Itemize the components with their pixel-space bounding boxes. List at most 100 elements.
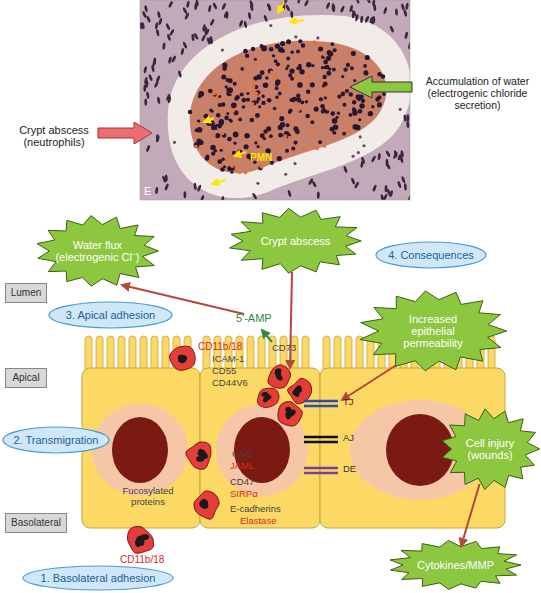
blood-cell	[218, 142, 222, 146]
junction-label: TJ	[343, 397, 354, 408]
blood-cell	[326, 96, 330, 100]
nucleus-dot	[352, 155, 355, 158]
nucleus-dot	[351, 51, 356, 56]
nucleus-dot	[227, 137, 232, 142]
nucleus-dot	[279, 116, 284, 121]
nucleus-dot	[233, 141, 236, 144]
nucleus-dot	[286, 123, 290, 127]
nucleus-dot	[382, 193, 388, 200]
step-oval: 3. Apical adhesion	[48, 301, 173, 329]
nucleus-dot	[143, 85, 146, 92]
nucleus-dot	[357, 151, 360, 154]
nucleus-dot	[352, 110, 357, 115]
neutrophil	[258, 388, 279, 407]
nucleus-dot	[251, 47, 255, 51]
nucleus-dot	[375, 97, 380, 102]
nucleus-dot	[300, 100, 304, 104]
neutrophil	[186, 442, 211, 469]
nucleus-dot	[144, 5, 148, 13]
nucleus-dot	[275, 86, 279, 90]
nucleus-dot	[183, 191, 186, 198]
nucleus-dot	[298, 64, 302, 68]
nucleus-dot	[359, 135, 362, 138]
node-text: Water flux (electrogenic Cl⁻)	[49, 239, 146, 264]
neutrophil-lobe	[262, 395, 270, 404]
region-box: Apical	[5, 368, 47, 388]
nucleus-dot	[352, 11, 356, 18]
consequence-burst: Increased epithelial permeability	[358, 290, 508, 372]
nucleus-dot	[157, 97, 161, 105]
blood-cell	[243, 86, 247, 90]
consequence-burst: Crypt abscess	[228, 208, 363, 274]
blood-cell	[201, 83, 205, 87]
nucleus-dot	[290, 11, 293, 18]
nucleus-dot	[365, 0, 371, 4]
node-text-area: Basolateral	[5, 513, 67, 533]
nucleus-dot	[146, 15, 151, 23]
nucleus-dot	[240, 92, 244, 96]
neutrophil-lobe	[135, 539, 141, 548]
nucleus-dot	[224, 116, 229, 121]
blood-cell	[213, 92, 217, 96]
nucleus-dot	[296, 49, 300, 53]
molecule-label: Elastase	[240, 516, 276, 527]
node-text-area: Increased epithelial permeability	[358, 290, 508, 372]
node-text-area: 1. Basolateral adhesion	[22, 565, 174, 591]
neutrophil	[127, 526, 153, 553]
box-shape	[6, 284, 47, 303]
neutrophil-body	[194, 491, 219, 519]
nucleus-dot	[403, 9, 408, 17]
nucleus	[112, 417, 168, 483]
nucleus-dot	[349, 92, 354, 97]
nucleus-dot	[177, 70, 182, 78]
nucleus-dot	[241, 98, 246, 103]
nucleus-dot	[261, 46, 267, 52]
nucleus-dot	[242, 105, 246, 109]
nucleus-dot	[217, 159, 222, 164]
nucleus-dot	[404, 183, 407, 190]
nucleus-dot	[257, 97, 261, 101]
nucleus-dot	[364, 16, 369, 24]
consequence-burst: Cell injury (wounds)	[440, 408, 540, 490]
nucleus-dot	[301, 43, 305, 47]
nucleus-dot	[337, 95, 341, 99]
blood-cell	[251, 80, 255, 84]
blood-cell	[231, 109, 235, 113]
nucleus-dot	[146, 92, 150, 100]
nucleus-dot	[297, 0, 301, 4]
node-text: Basolateral	[11, 517, 61, 528]
nucleus-dot	[286, 56, 290, 60]
nucleus-dot	[341, 75, 344, 78]
molecule-label: CD11b/18	[120, 554, 164, 565]
nucleus-dot	[210, 145, 216, 151]
blood-cell	[259, 165, 263, 169]
nucleus-dot	[322, 85, 325, 88]
blood-cell	[310, 130, 314, 134]
nucleus-dot	[363, 64, 367, 68]
nucleus-dot	[385, 162, 391, 170]
nucleus-dot	[218, 95, 221, 98]
adherens-junction	[304, 441, 338, 444]
blood-cell	[318, 79, 322, 83]
blood-cell	[263, 115, 267, 119]
nucleus-dot	[269, 134, 273, 138]
nucleus-dot	[277, 156, 282, 161]
nucleus-dot	[297, 82, 303, 88]
neutrophil-lobe	[197, 449, 207, 457]
nucleus-dot	[330, 111, 335, 116]
crypt-lumen	[168, 15, 410, 198]
nucleus-dot	[240, 67, 244, 71]
nucleus-dot	[399, 108, 402, 111]
nucleus-dot	[353, 79, 356, 82]
nucleus-dot	[304, 0, 310, 7]
nucleus-dot	[261, 101, 265, 105]
node-text: Cytokines/MMP	[417, 559, 494, 571]
nucleus-dot	[144, 98, 147, 105]
starburst-shape	[37, 216, 158, 287]
blood-cell	[194, 145, 198, 149]
nucleus-dot	[333, 48, 337, 52]
nucleus-dot	[306, 62, 312, 68]
epithelial-cells	[82, 336, 505, 528]
nucleus-dot	[221, 3, 226, 11]
nucleus-dot	[228, 78, 233, 83]
